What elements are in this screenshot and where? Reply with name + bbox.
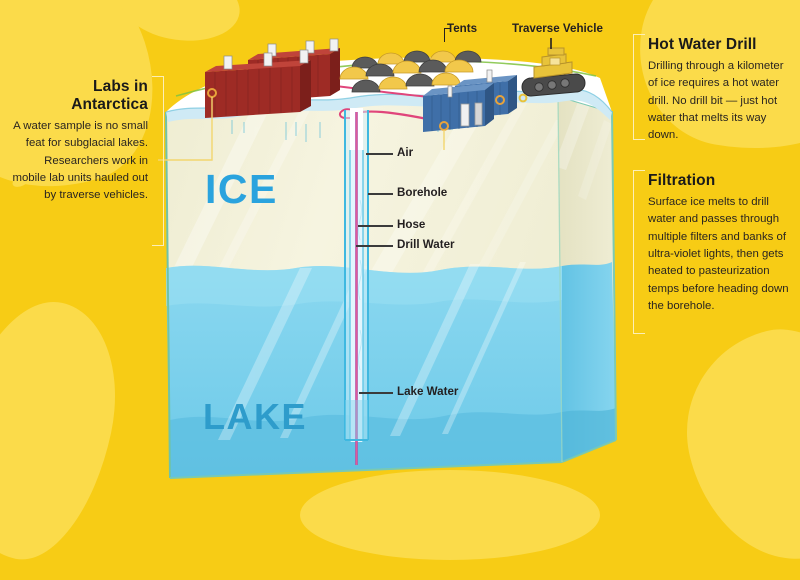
callout-hot-water-drill: Hot Water Drill Drilling through a kilom… [648,36,794,145]
drill-water-label: Drill Water [397,238,455,251]
callout-labs-in-antarctica: Labs in Antarctica A water sample is no … [10,78,148,205]
hose-leader-line [358,225,393,227]
labs-callout-bracket [152,76,164,246]
lake-layer-label: LAKE [203,396,307,437]
ice-layer-label: ICE [205,166,278,212]
traverse-vehicle-label: Traverse Vehicle [512,22,603,35]
drill-water-leader-line [356,245,393,247]
hose-label: Hose [397,218,426,231]
hot-water-drill-body: Drilling through a kilometer of ice requ… [648,59,784,142]
callout-filtration: Filtration Surface ice melts to drill wa… [648,172,794,315]
tents-label: Tents [447,22,478,35]
borehole-label: Borehole [397,186,448,199]
labs-callout-heading: Labs in Antarctica [10,78,148,114]
tents-leader-elbow [444,28,451,30]
air-label: Air [397,146,414,159]
ice-block-illustration [158,38,617,479]
tents-leader-tick [444,28,446,42]
filtration-body: Surface ice melts to drill water and pas… [648,195,789,312]
hot-water-drill-heading: Hot Water Drill [648,36,757,53]
labs-heading-line1: Labs in [93,78,148,95]
lake-water-label: Lake Water [397,385,459,398]
filtration-callout-bracket [633,170,645,334]
lake-water-leader-line [359,392,393,394]
air-leader-line [366,153,393,155]
labs-callout-body: A water sample is no small feat for subg… [12,119,148,202]
borehole-leader-line [368,193,393,195]
filtration-heading: Filtration [648,172,716,189]
labs-heading-line2: Antarctica [71,95,148,113]
hot-water-drill-callout-bracket [633,34,645,140]
